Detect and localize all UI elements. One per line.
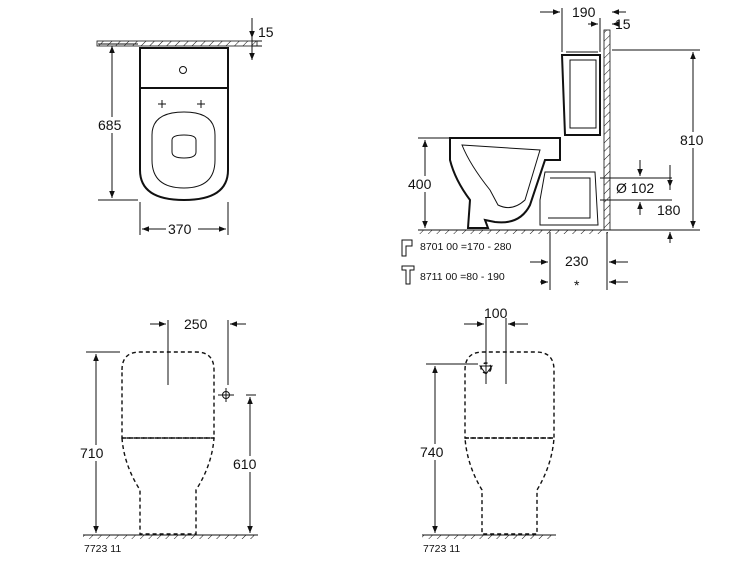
width-label: 370: [168, 221, 192, 237]
side-tank: [560, 54, 601, 136]
front-left-article-number: 7723 11: [84, 543, 121, 555]
front-right-tank-dashed: [464, 351, 555, 439]
top-offset-label: 190: [572, 4, 596, 20]
front-view-right: 100 740 7723 11: [418, 305, 556, 555]
asterisk-label: *: [574, 277, 580, 293]
front-tank-dashed: [121, 351, 215, 439]
pipe-diameter-label: Ø 102: [616, 180, 654, 196]
outlet-pipe: [539, 171, 599, 226]
front-left-height-label: 710: [80, 445, 104, 461]
front-right-bowl-dashed: [464, 437, 555, 535]
water-inlet-icon: [218, 388, 234, 402]
flush-button-icon: [179, 66, 187, 74]
side-bowl: [449, 137, 561, 229]
bowl-outline: [139, 88, 229, 202]
top-view: 685 370 15: [95, 18, 274, 237]
bowl-hole: [171, 134, 197, 159]
offset-label: 15: [258, 24, 274, 40]
pipe-height-label: 180: [657, 202, 681, 218]
front-right-height-label: 740: [420, 444, 444, 460]
outlet-distance-label: 230: [565, 253, 589, 269]
front-right-article-number: 7723 11: [423, 543, 460, 555]
front-bowl-dashed: [121, 437, 215, 535]
tank-outline: [139, 47, 229, 89]
depth-label: 685: [98, 117, 122, 133]
fitting-1-label: 8701 00 =170 - 280: [420, 241, 512, 253]
front-left-width-label: 250: [184, 316, 208, 332]
front-right-width-label: 100: [484, 305, 508, 321]
fitting-2: 8711 00 =80 - 190: [401, 265, 505, 285]
side-view: 400 190 15 810 Ø 102 180 2: [401, 4, 710, 293]
seat-outline: [151, 111, 216, 189]
fitting-1: 8701 00 =170 - 280: [401, 239, 512, 257]
straight-fitting-icon: [401, 265, 415, 285]
fixing-cross-icon: [158, 100, 205, 108]
elbow-fitting-icon: [401, 239, 413, 257]
seat-height-label: 400: [408, 176, 432, 192]
fitting-2-label: 8711 00 =80 - 190: [420, 271, 505, 283]
wall-hatch: [96, 40, 258, 47]
inlet-height-label: 610: [233, 456, 257, 472]
wall-gap-label: 15: [615, 16, 631, 32]
height-label: 810: [680, 132, 704, 148]
front-view-left: 250 710 610 7723 11: [78, 316, 265, 555]
